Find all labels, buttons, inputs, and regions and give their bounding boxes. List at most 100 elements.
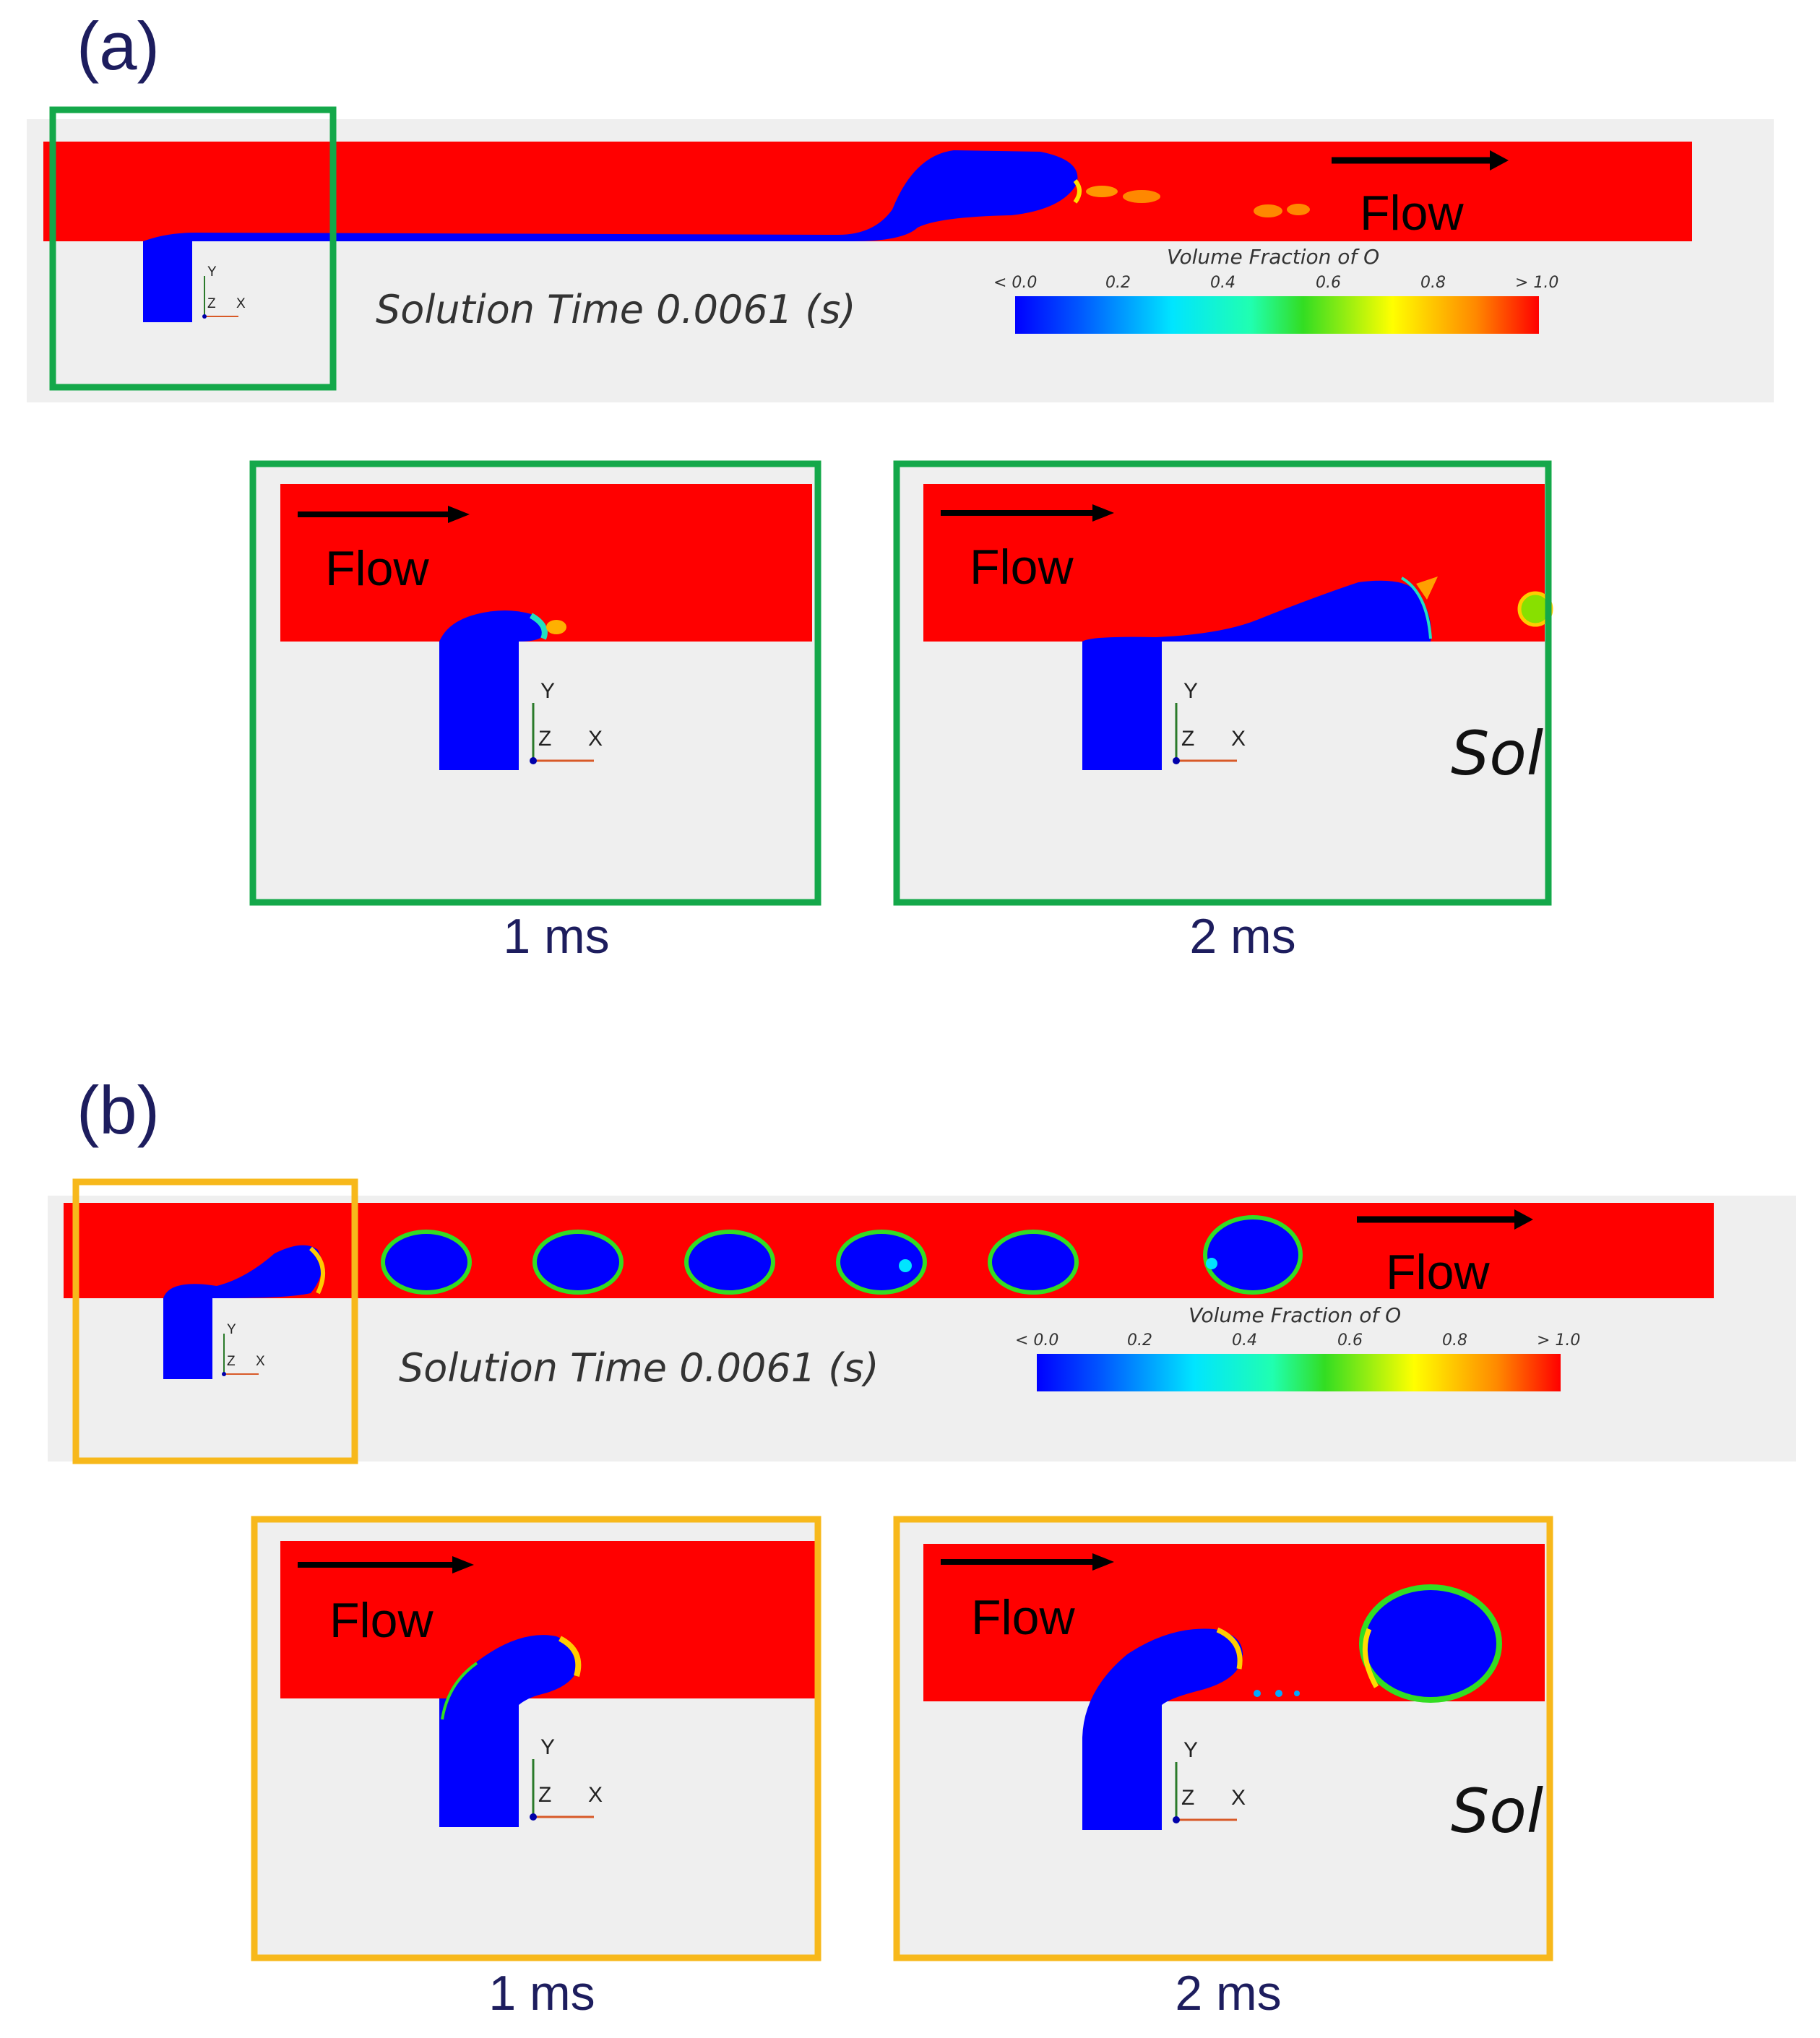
inset-neck bbox=[439, 1635, 579, 1827]
droplet-inclusion bbox=[1206, 1258, 1217, 1269]
panel-a-inlet bbox=[143, 241, 192, 322]
inset-interface bbox=[441, 1662, 478, 1720]
svg-text:X: X bbox=[256, 1354, 265, 1369]
inset-neck bbox=[1082, 1628, 1243, 1830]
inset-channel bbox=[280, 484, 812, 642]
svg-text:X: X bbox=[1231, 1786, 1246, 1810]
droplet bbox=[988, 1230, 1079, 1295]
colorbar-tick: 0.8 bbox=[1420, 274, 1446, 292]
colorbar-tick: 0.4 bbox=[1232, 1331, 1257, 1350]
panel-a-mini-triad: Y Z X bbox=[202, 264, 246, 319]
panel-b-main: Flow Y Z X Solution Time 0.0061 (s) Volu… bbox=[48, 1178, 1796, 1464]
panel-a-zoom-frame bbox=[49, 106, 337, 391]
satellite-wisp bbox=[1123, 190, 1160, 203]
panel-a-label: (a) bbox=[77, 8, 160, 84]
panel-a-caption-1ms: 1 ms bbox=[503, 909, 610, 964]
inset-axes-triad: Y Z X bbox=[1173, 679, 1246, 764]
droplet bbox=[532, 1230, 624, 1295]
svg-text:Z: Z bbox=[227, 1354, 236, 1369]
panel-a-droplet bbox=[143, 150, 1078, 241]
inset-interface bbox=[1216, 1627, 1243, 1670]
panel-a-inset-2ms: Flow Y Z X Sol bbox=[893, 460, 1553, 906]
colorbar-gradient bbox=[1015, 296, 1539, 334]
colorbar-gradient bbox=[1037, 1354, 1561, 1391]
satellite-droplet bbox=[1275, 1690, 1282, 1697]
panel-b-zoom-frame bbox=[72, 1178, 358, 1464]
inset-droplet bbox=[1082, 580, 1431, 642]
droplet bbox=[836, 1230, 927, 1295]
satellite-wisp bbox=[1086, 186, 1118, 197]
panel-a-main: Flow Y Z X Solution Time 0.0061 (s) Volu… bbox=[27, 106, 1774, 402]
satellite-wisp bbox=[1254, 204, 1282, 217]
svg-text:Y: Y bbox=[540, 1735, 555, 1759]
inset-solution-time-cropped: Sol bbox=[1451, 1776, 1543, 1847]
satellite-droplet bbox=[1519, 593, 1551, 625]
panel-b-neck-droplet bbox=[163, 1245, 322, 1298]
colorbar-tick: 0.4 bbox=[1210, 274, 1235, 292]
panel-a-solution-time: Solution Time 0.0061 (s) bbox=[376, 287, 856, 332]
droplet-interface bbox=[309, 1246, 325, 1295]
inset-frame bbox=[251, 1516, 821, 1961]
svg-text:Y: Y bbox=[1183, 679, 1198, 703]
panel-a-caption-2ms: 2 ms bbox=[1189, 909, 1296, 964]
svg-text:X: X bbox=[588, 727, 603, 751]
inset-flow-arrowhead bbox=[452, 1556, 474, 1573]
colorbar-tick: < 0.0 bbox=[1015, 1331, 1058, 1350]
inset-axes-triad: Y Z X bbox=[1173, 1738, 1246, 1823]
svg-text:X: X bbox=[588, 1783, 603, 1807]
colorbar-tick: > 1.0 bbox=[1537, 1331, 1580, 1350]
inset-flow-label: Flow bbox=[971, 1590, 1075, 1645]
svg-text:Y: Y bbox=[207, 264, 217, 280]
satellite-droplet bbox=[1254, 1690, 1261, 1697]
svg-text:Z: Z bbox=[1181, 1786, 1194, 1810]
inset-droplet-interface bbox=[1400, 577, 1432, 639]
svg-text:X: X bbox=[1231, 727, 1246, 751]
inset-flow-label: Flow bbox=[970, 540, 1074, 595]
inset-flow-label: Flow bbox=[325, 541, 429, 596]
inset-frame bbox=[893, 1516, 1553, 1961]
inset-frame bbox=[893, 460, 1552, 906]
colorbar-tick: 0.6 bbox=[1337, 1331, 1363, 1350]
panel-b-caption-2ms: 2 ms bbox=[1175, 1966, 1282, 2021]
inset-flow-label: Flow bbox=[329, 1593, 434, 1648]
colorbar-tick: 0.2 bbox=[1105, 274, 1131, 292]
satellite-wisp bbox=[546, 620, 566, 634]
droplet-inclusion bbox=[899, 1259, 912, 1272]
colorbar-title: Volume Fraction of O bbox=[1189, 1303, 1401, 1327]
panel-b-colorbar: Volume Fraction of O < 0.0 0.2 0.4 0.6 0… bbox=[1015, 1303, 1580, 1391]
satellite-wisp bbox=[1287, 204, 1310, 215]
droplet bbox=[684, 1230, 775, 1295]
inset-droplet bbox=[439, 610, 545, 642]
panel-b-inset-2ms: Flow Y Z X Sol bbox=[893, 1516, 1553, 1961]
inset-large-droplet bbox=[1359, 1584, 1502, 1703]
inset-inlet bbox=[1082, 642, 1162, 770]
satellite-wisp bbox=[1416, 577, 1438, 600]
panel-b-flow-label: Flow bbox=[1386, 1245, 1490, 1300]
colorbar-tick: > 1.0 bbox=[1515, 274, 1558, 292]
panel-a-droplet-interface bbox=[1073, 179, 1082, 204]
colorbar-tick: 0.6 bbox=[1316, 274, 1341, 292]
colorbar-tick: < 0.0 bbox=[993, 274, 1037, 292]
inset-axes-triad: Y Z X bbox=[530, 1735, 603, 1821]
panel-b-caption-1ms: 1 ms bbox=[488, 1966, 595, 2021]
panel-a-colorbar: Volume Fraction of O < 0.0 0.2 0.4 0.6 0… bbox=[993, 245, 1558, 334]
panel-b-mini-triad: Y Z X bbox=[222, 1322, 265, 1376]
svg-text:Y: Y bbox=[227, 1322, 236, 1337]
inset-frame bbox=[249, 460, 821, 906]
inset-interface bbox=[558, 1636, 582, 1678]
droplet bbox=[1203, 1215, 1303, 1295]
satellite-droplet bbox=[1294, 1691, 1300, 1696]
panel-b-label: (b) bbox=[77, 1072, 160, 1148]
colorbar-title: Volume Fraction of O bbox=[1167, 245, 1379, 269]
svg-text:Z: Z bbox=[538, 1783, 551, 1807]
panel-a-inset-1ms: Flow Y Z X bbox=[249, 460, 821, 906]
svg-text:Y: Y bbox=[1183, 1738, 1198, 1762]
colorbar-tick: 0.2 bbox=[1127, 1331, 1152, 1350]
inset-flow-arrowhead bbox=[1092, 504, 1114, 522]
inset-droplet-interface bbox=[529, 613, 548, 640]
panel-a-flow-arrowhead bbox=[1490, 150, 1509, 170]
svg-text:Y: Y bbox=[540, 679, 555, 703]
inset-flow-arrowhead bbox=[448, 506, 470, 523]
colorbar-tick: 0.8 bbox=[1442, 1331, 1467, 1350]
